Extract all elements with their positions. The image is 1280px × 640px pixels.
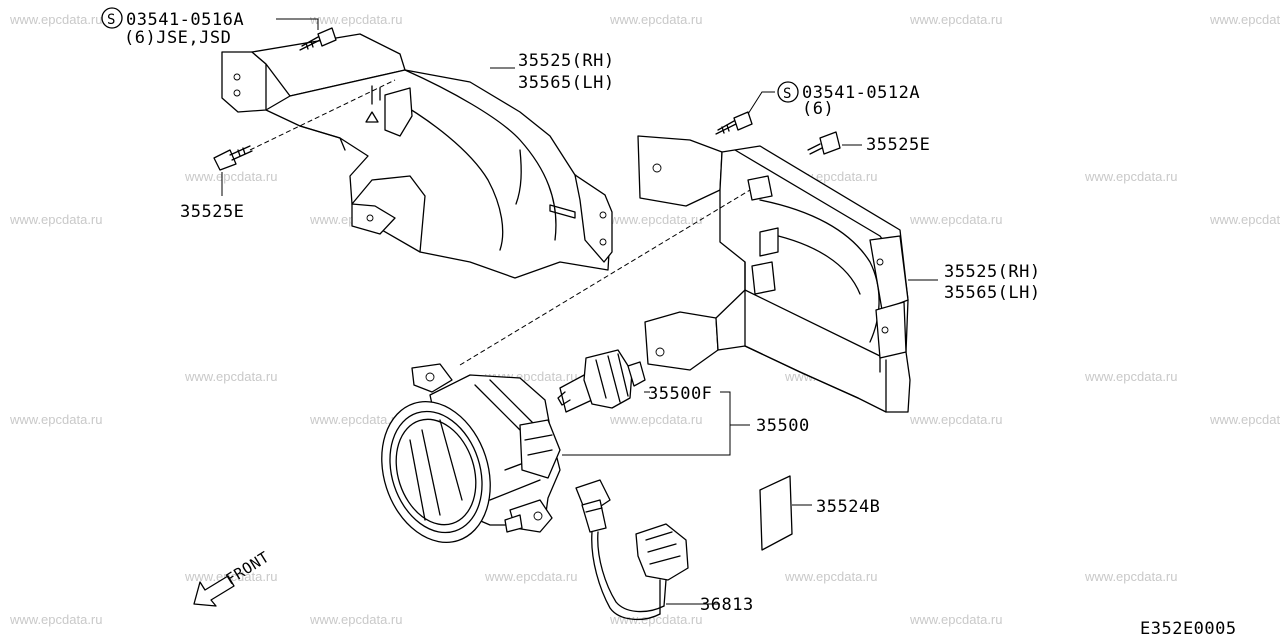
- figure-code: E352E0005: [1140, 619, 1237, 639]
- watermark: www.epcdata.ru: [909, 212, 1003, 227]
- callout-left-bolt: 35525E: [180, 202, 244, 222]
- watermark: www.epcdata.ru: [609, 212, 703, 227]
- leader-lines: [221, 18, 938, 605]
- watermark: www.epcdata.ru: [609, 612, 703, 627]
- fog-lamp-assembly[interactable]: [364, 363, 561, 557]
- standard-part-symbol: S: [783, 86, 792, 102]
- left-fog-lamp-bracket[interactable]: [221, 33, 613, 279]
- callout-right-bracket-lh: 35565(LH): [944, 283, 1041, 303]
- watermark: www.epcdata.ru: [184, 369, 278, 384]
- callout-right-screw-code: 03541-0512A: [802, 83, 920, 103]
- watermark: www.epcdata.ru: [9, 212, 103, 227]
- watermark: www.epcdata.ru: [9, 12, 103, 27]
- watermark: www.epcdata.ru: [784, 569, 878, 584]
- right-fog-lamp-bracket[interactable]: [637, 135, 911, 413]
- standard-part-symbol: S: [107, 12, 116, 28]
- standard-part-icon: [777, 81, 799, 103]
- watermark: www.epcdata.ru: [9, 412, 103, 427]
- screw-03541-0516a[interactable]: [299, 27, 337, 51]
- bolt-35525e-left[interactable]: [213, 145, 253, 171]
- watermark: www.epcdata.ru: [1209, 212, 1280, 227]
- bolt-35525e-right[interactable]: [807, 131, 841, 155]
- callout-right-bracket-rh: 35525(RH): [944, 262, 1041, 282]
- wiring-harness[interactable]: [575, 479, 689, 620]
- front-arrow-icon: [193, 575, 235, 607]
- callout-right-screw-qty: (6): [802, 99, 834, 119]
- standard-part-icon: [101, 7, 123, 29]
- watermark: www.epcdata.ru: [1209, 12, 1280, 27]
- callout-lamp: 35500: [756, 416, 810, 436]
- caution-label[interactable]: [759, 475, 793, 551]
- watermark: www.epcdata.ru: [9, 612, 103, 627]
- watermark: www.epcdata.ru: [609, 12, 703, 27]
- callout-harness: 36813: [700, 595, 754, 615]
- watermark: www.epcdata.ru: [484, 569, 578, 584]
- callout-label-part: 35524B: [816, 497, 880, 517]
- watermark: www.epcdata.ru: [309, 412, 403, 427]
- watermark: www.epcdata.ru: [909, 612, 1003, 627]
- watermark: www.epcdata.ru: [1209, 412, 1280, 427]
- watermark: www.epcdata.ru: [1084, 369, 1178, 384]
- watermark: www.epcdata.ru: [609, 412, 703, 427]
- callout-bulb: 35500F: [648, 384, 712, 404]
- watermark: www.epcdata.ru: [909, 12, 1003, 27]
- callout-left-bracket-rh: 35525(RH): [518, 51, 615, 71]
- screw-03541-0512a[interactable]: [715, 111, 753, 135]
- callout-right-bolt: 35525E: [866, 135, 930, 155]
- callout-top-screw-code: 03541-0516A: [126, 10, 244, 30]
- fog-lamp-bulb[interactable]: [557, 349, 646, 413]
- watermark: www.epcdata.ru: [909, 412, 1003, 427]
- callout-labels: S 03541-0516A (6)JSE,JSD 35525(RH) 35565…: [101, 7, 1237, 639]
- watermark: www.epcdata.ru: [184, 169, 278, 184]
- watermark: www.epcdata.ru: [309, 12, 403, 27]
- watermark: www.epcdata.ru: [309, 612, 403, 627]
- callout-top-screw-note: (6)JSE,JSD: [124, 28, 231, 48]
- watermark: www.epcdata.ru: [1084, 169, 1178, 184]
- watermark: www.epcdata.ru: [1084, 569, 1178, 584]
- watermark: www.epcdata.ru: [184, 569, 278, 584]
- callout-left-bracket-lh: 35565(LH): [518, 73, 615, 93]
